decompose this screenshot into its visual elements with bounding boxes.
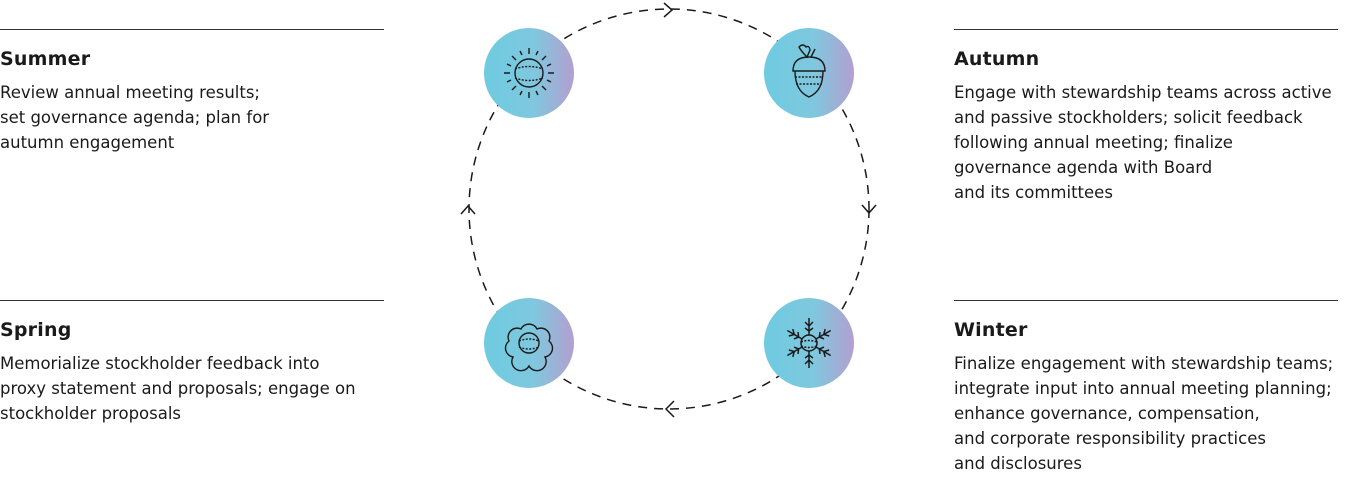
season-winter: Winter Finalize engagement with stewards… [954,300,1338,476]
arrow-up-icon [460,204,476,215]
divider [954,300,1338,301]
cycle-dashed-ring [468,8,870,410]
season-summer: Summer Review annual meeting results; se… [0,29,384,155]
season-title: Winter [954,319,1028,341]
flower-globe-icon [484,298,574,388]
snowflake-globe-icon [764,298,854,388]
sun-globe-icon [484,28,574,118]
season-description: Finalize engagement with stewardship tea… [954,354,1334,473]
season-title: Autumn [954,48,1040,70]
season-description: Memorialize stockholder feedback into pr… [0,354,356,423]
season-spring: Spring Memorialize stockholder feedback … [0,300,384,426]
divider [0,300,384,301]
arrow-down-icon [861,204,877,215]
season-description: Engage with stewardship teams across act… [954,83,1332,202]
divider [954,29,1338,30]
season-description: Review annual meeting results; set gover… [0,83,270,152]
season-autumn: Autumn Engage with stewardship teams acr… [954,29,1338,205]
arrow-left-icon [664,400,675,418]
season-title: Spring [0,319,72,341]
arrow-right-icon [663,2,674,18]
acorn-icon [764,28,854,118]
divider [0,29,384,30]
season-title: Summer [0,48,91,70]
